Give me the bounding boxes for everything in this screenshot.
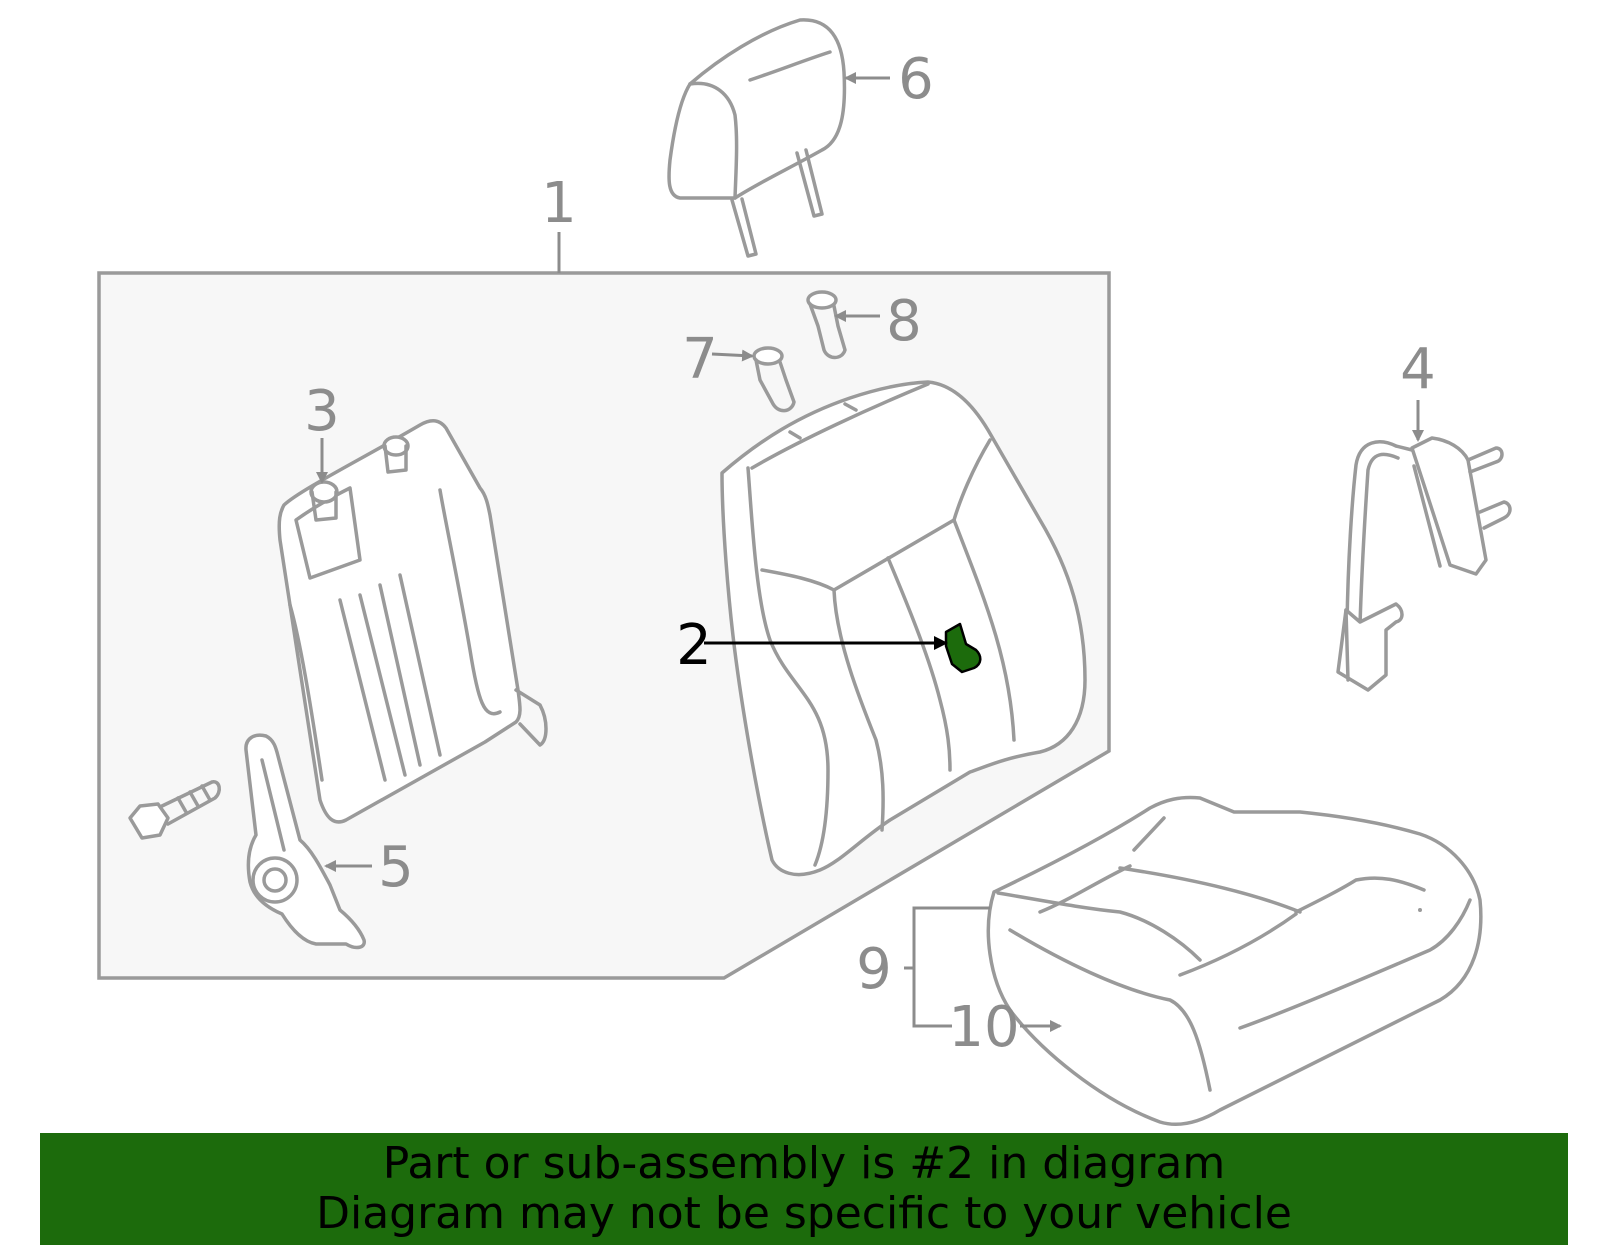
banner-line-1: Part or sub-assembly is #2 in diagram [382, 1138, 1226, 1189]
callout-4-label: 4 [1400, 337, 1436, 402]
callout-6-label: 6 [898, 47, 934, 112]
info-banner: Part or sub-assembly is #2 in diagram Di… [40, 1133, 1568, 1245]
headrest [667, 18, 847, 258]
callout-10-label: 10 [948, 995, 1019, 1060]
callout-7-label: 7 [682, 327, 718, 392]
guide-8 [806, 290, 847, 360]
seat-cushion [986, 795, 1483, 1127]
banner-line-2: Diagram may not be specific to your vehi… [316, 1188, 1292, 1239]
callout-9-label: 9 [856, 937, 892, 1002]
callout-5-label: 5 [378, 835, 414, 900]
bolt [128, 780, 221, 840]
seat-frame [277, 419, 548, 824]
callout-8-label: 8 [886, 289, 922, 354]
seat-belt [1336, 436, 1512, 692]
recliner-hinge [244, 733, 366, 950]
callout-1-label: 1 [541, 171, 577, 236]
callout-7-leader [711, 349, 754, 362]
callout-2-label: 2 [676, 613, 712, 678]
callout-3-label: 3 [304, 379, 340, 444]
guide-7 [752, 346, 796, 413]
highlighted-part-2 [944, 622, 982, 674]
seat-back-cover [720, 380, 1087, 877]
